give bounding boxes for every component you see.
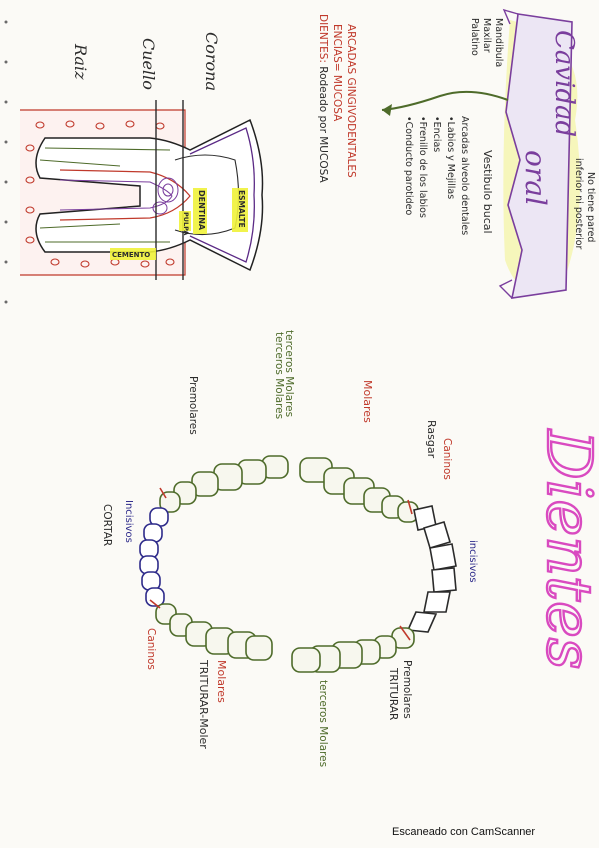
no-tiene-2: inferior ni posterior (573, 158, 584, 250)
lower-cortar: CORTAR (101, 504, 113, 546)
upper-arch-labels: Caninos Rasgar Molares terceros Molares … (283, 330, 478, 767)
vestibulo-item-2: •Labios y Mejillas (445, 116, 456, 199)
tooth-diagram: ESMALTE DENTINA PULPA CEMENTO (20, 100, 264, 280)
vestibulo-item-3: •Encias (431, 116, 442, 152)
upper-incisivos: incisivos (467, 540, 478, 583)
lower-arch-labels: terceros Molares Premolares Incisivos CO… (101, 332, 285, 749)
upper-dental-arch (291, 457, 457, 673)
dientes-title: Dientes (533, 429, 599, 670)
dientes-line-label: DIENTES: (317, 14, 329, 63)
upper-terceros-left: terceros Molares (283, 330, 295, 417)
no-tiene-1: No tiene pared (585, 172, 596, 242)
label-pulpa: PULPA (182, 212, 190, 235)
limit-mandibula: Mandibula (493, 18, 504, 67)
encias-text: ENCIAS= MUCOSA (331, 24, 343, 122)
lower-caninos: Caninos (145, 628, 157, 670)
upper-rasgar: Rasgar (425, 420, 438, 459)
arcadas-text: ARCADAS GINGIVODENTALES (345, 24, 357, 178)
label-cemento: CEMENTO (112, 251, 150, 259)
green-arrow (381, 90, 509, 111)
vestibulo-item-1: Arcadas alveolo dentales (459, 116, 470, 235)
vestibulo-item-4: •Frenillo de los labios (417, 116, 428, 218)
limit-maxilar: Maxilar (481, 18, 492, 53)
label-esmalte: ESMALTE (237, 190, 246, 228)
part-cuello: Cuello (139, 38, 158, 90)
upper-molares: Molares (361, 380, 374, 423)
dientes-line: DIENTES: Rodeado por MUCOSA (317, 14, 329, 183)
tooth-parts: Corona Cuello Raiz (71, 32, 221, 91)
label-dentina: DENTINA (197, 190, 206, 231)
lower-dental-arch (139, 455, 289, 661)
cavidad-title-1: Cavidad (549, 30, 579, 137)
lower-terceros: terceros Molares (273, 332, 285, 419)
lower-molares: Molares (215, 660, 228, 703)
dientes-line-text: Rodeado por MUCOSA (317, 66, 329, 183)
upper-triturar: TRITURAR (387, 667, 399, 720)
part-raiz: Raiz (71, 43, 90, 80)
scanner-footer: Escaneado con CamScanner (392, 826, 536, 838)
cavidad-section: Cavidad oral Mandibula Maxilar Palatino … (317, 8, 596, 299)
binder-edge (4, 20, 8, 304)
lower-triturar-moler: TRITURAR-Moler (197, 659, 210, 749)
upper-caninos: Caninos (441, 438, 453, 480)
upper-premolares: Premolares (401, 660, 413, 719)
upper-terceros-right: terceros Molares (317, 680, 329, 767)
vestibulo-item-5: •Conducto parotideo (403, 116, 414, 216)
cavidad-title-2: oral (519, 150, 552, 206)
lower-premolares: Premolares (187, 376, 199, 435)
part-corona: Corona (202, 32, 221, 91)
limit-palatino: Palatino (469, 18, 480, 56)
vestibulo-title: Vestibulo bucal (481, 150, 494, 234)
lower-incisivos: Incisivos (123, 500, 134, 543)
